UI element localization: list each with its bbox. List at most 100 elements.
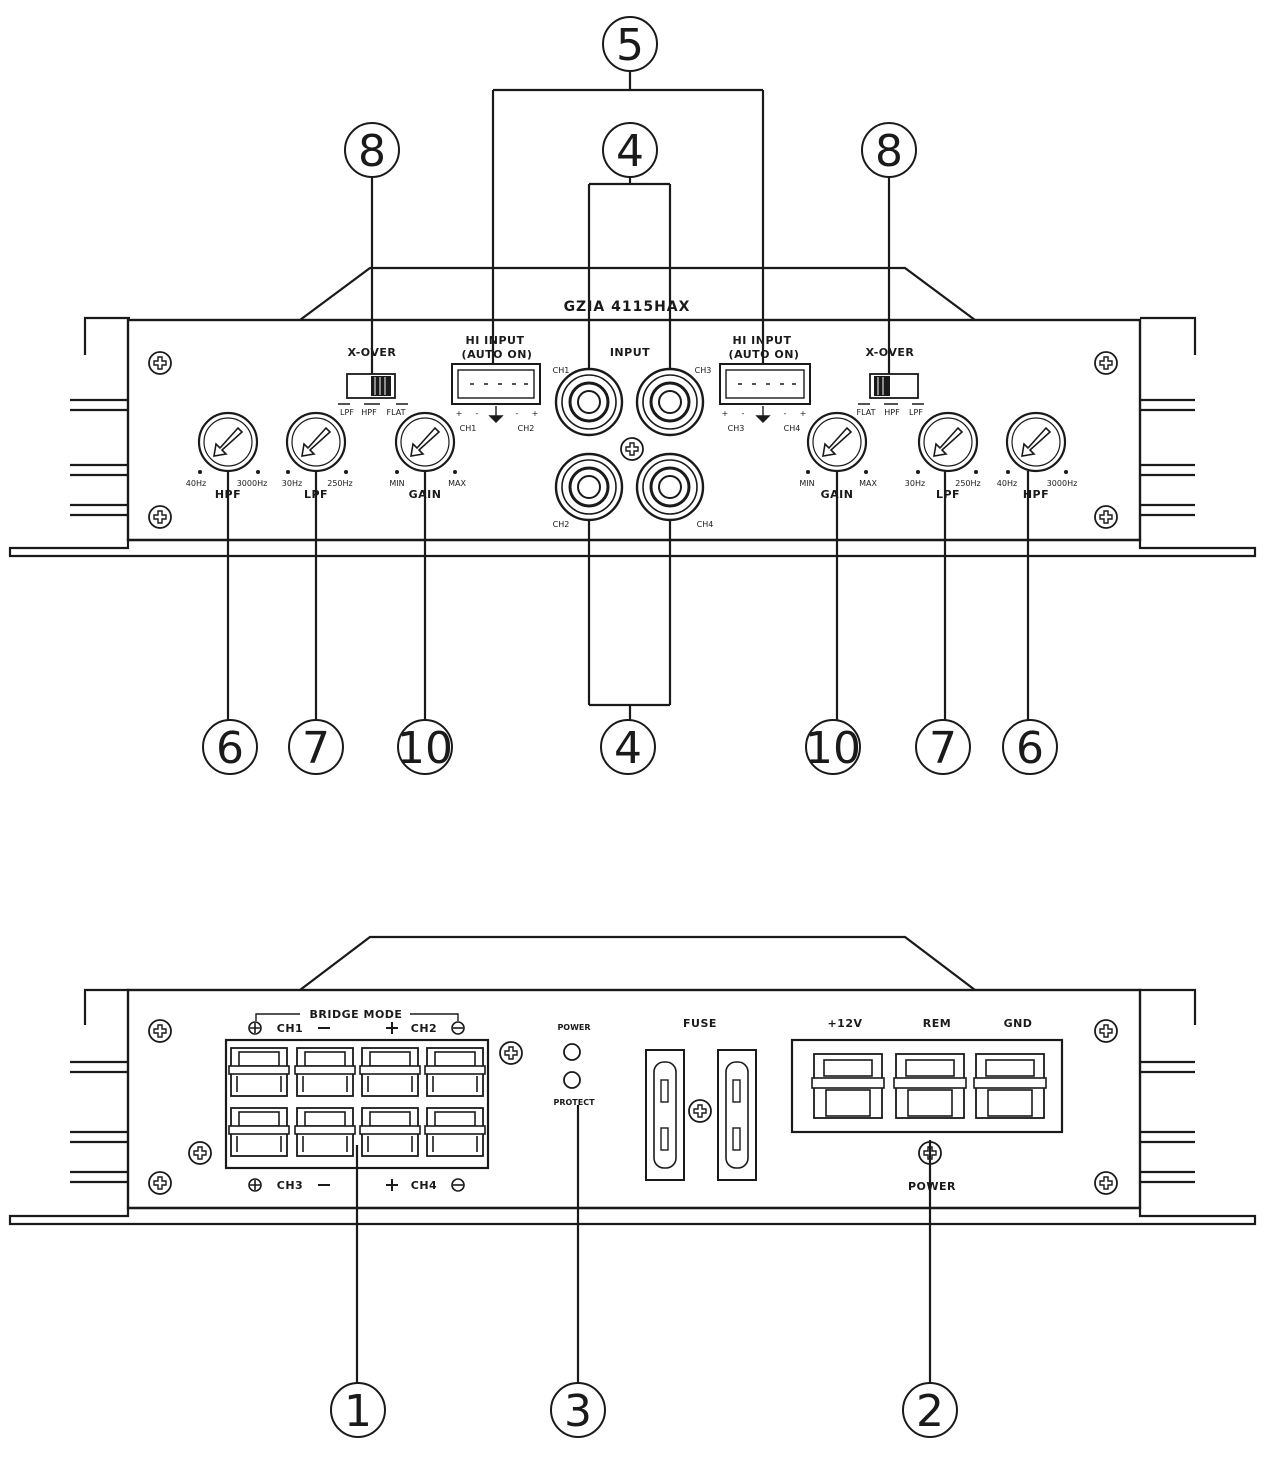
- hi-term-left-1: -: [476, 409, 479, 418]
- plus-circle-icon: [248, 1021, 262, 1035]
- hi-term-left-3: +: [532, 409, 539, 418]
- fuse-right[interactable]: [717, 1049, 757, 1181]
- rca-label-ch3: CH3: [695, 366, 712, 375]
- hi-ch-left-0: CH1: [460, 424, 477, 433]
- screw-icon: [148, 1171, 172, 1195]
- lpf-min-right: 30Hz: [905, 479, 925, 488]
- hi-ch-right-0: CH3: [728, 424, 745, 433]
- fuse-label: FUSE: [683, 1017, 717, 1030]
- minus-circle-icon: [451, 1178, 465, 1192]
- power-led-indicator: [563, 1043, 581, 1061]
- power-terminal-12v[interactable]: [811, 1053, 885, 1119]
- top-base-plate: [8, 538, 1257, 558]
- lpf-knob-left[interactable]: [285, 411, 347, 473]
- callout-6-left: 6: [216, 723, 244, 774]
- protect-led-label: PROTECT: [553, 1098, 595, 1107]
- speaker-terminal-ch2-minus[interactable]: [424, 1047, 486, 1097]
- plus-sign-icon: [386, 1179, 398, 1191]
- speaker-terminal-ch1-plus[interactable]: [228, 1047, 290, 1097]
- lpf-knob-right[interactable]: [917, 411, 979, 473]
- speaker-terminal-ch3-minus[interactable]: [294, 1107, 356, 1157]
- bottom-fins: [70, 1060, 1195, 1184]
- gain-max-right: MAX: [859, 479, 877, 488]
- callout-4-top: 4: [616, 126, 644, 177]
- callout-2: 2: [916, 1386, 944, 1437]
- xover-switch-left[interactable]: [346, 373, 396, 399]
- gain-knob-right[interactable]: [806, 411, 868, 473]
- plus-sign-icon: [386, 1022, 398, 1034]
- rem-label: REM: [923, 1017, 951, 1030]
- hi-input-label-left: HI INPUT: [466, 334, 525, 347]
- hpf-knob-right[interactable]: [1005, 411, 1067, 473]
- xover-switch-right[interactable]: [869, 373, 919, 399]
- rca-label-ch2: CH2: [553, 520, 570, 529]
- xover-pos-right-2: LPF: [909, 408, 923, 417]
- hpf-min-right: 40Hz: [997, 479, 1017, 488]
- rca-jack-ch4[interactable]: [635, 452, 705, 522]
- fuse-left[interactable]: [645, 1049, 685, 1181]
- screw-icon: [499, 1041, 523, 1065]
- top-panel: GZIA 4115HAX X-OVER LPF HPF FLAT X-OVER …: [8, 266, 1257, 558]
- gain-max-left: MAX: [448, 479, 466, 488]
- power-terminal-gnd[interactable]: [973, 1053, 1047, 1119]
- screw-icon: [1094, 1019, 1118, 1043]
- bottom-panel: BRIDGE MODE CH1 CH2 CH3 CH4 POWER PROTEC…: [8, 935, 1257, 1226]
- hi-input-connector-right[interactable]: [719, 363, 811, 405]
- bridge-mode-label: BRIDGE MODE: [310, 1008, 403, 1021]
- speaker-terminal-ch4-minus[interactable]: [424, 1107, 486, 1157]
- callout-8-left: 8: [358, 126, 386, 177]
- speaker-terminal-ch3-plus[interactable]: [228, 1107, 290, 1157]
- hi-ch-left-1: CH2: [518, 424, 535, 433]
- ch4-label: CH4: [411, 1179, 437, 1192]
- top-right-handle: [1140, 316, 1197, 355]
- screw-icon: [1094, 351, 1118, 375]
- gain-knob-left[interactable]: [394, 411, 456, 473]
- bottom-heatsink-contour: [299, 935, 976, 991]
- screw-icon: [148, 351, 172, 375]
- screw-icon: [188, 1141, 212, 1165]
- rca-jack-ch3[interactable]: [635, 367, 705, 437]
- hpf-max-right: 3000Hz: [1047, 479, 1078, 488]
- ch1-label: CH1: [277, 1022, 303, 1035]
- hi-term-right-3: +: [800, 409, 807, 418]
- hi-ch-right-1: CH4: [784, 424, 801, 433]
- rca-label-ch4: CH4: [697, 520, 714, 529]
- callout-4-bottom: 4: [614, 723, 642, 774]
- callout-7-right: 7: [929, 723, 957, 774]
- speaker-terminal-ch1-minus[interactable]: [294, 1047, 356, 1097]
- gnd-label: GND: [1004, 1017, 1033, 1030]
- xover-pos-right-1: HPF: [884, 408, 900, 417]
- bottom-base-plate: [8, 1206, 1257, 1226]
- ground-icon: [488, 406, 504, 423]
- callout-6-right: 6: [1016, 723, 1044, 774]
- plus-circle-icon: [248, 1178, 262, 1192]
- lpf-max-left: 250Hz: [327, 479, 352, 488]
- power-terminal-rem[interactable]: [893, 1053, 967, 1119]
- callout-10-right: 10: [805, 723, 861, 774]
- xover-pos-left-1: HPF: [361, 408, 377, 417]
- lpf-max-right: 250Hz: [955, 479, 980, 488]
- rca-jack-ch1[interactable]: [554, 367, 624, 437]
- hpf-knob-left[interactable]: [197, 411, 259, 473]
- rca-jack-ch2[interactable]: [554, 452, 624, 522]
- ch3-label: CH3: [277, 1179, 303, 1192]
- hi-input-connector-left[interactable]: [451, 363, 541, 405]
- hi-input-sub-left: (AUTO ON): [462, 348, 533, 361]
- rca-label-ch1: CH1: [553, 366, 570, 375]
- top-callout-leaders: [226, 72, 1030, 722]
- lpf-name-right: LPF: [936, 488, 960, 501]
- hpf-min-left: 40Hz: [186, 479, 206, 488]
- hi-term-right-0: +: [722, 409, 729, 418]
- callout-5: 5: [616, 20, 644, 71]
- knob-dots: [198, 470, 1068, 474]
- hpf-max-left: 3000Hz: [237, 479, 268, 488]
- top-fins: [70, 398, 1195, 517]
- bottom-callout-leaders: [355, 1105, 932, 1385]
- bottom-left-handle: [83, 988, 130, 1025]
- top-callouts: 5 4 8 8 6 7 10 4 10 7 6: [202, 16, 1058, 775]
- speaker-terminal-ch4-plus[interactable]: [359, 1107, 421, 1157]
- screw-icon: [148, 1019, 172, 1043]
- speaker-terminal-ch2-plus[interactable]: [359, 1047, 421, 1097]
- screw-icon: [688, 1099, 712, 1123]
